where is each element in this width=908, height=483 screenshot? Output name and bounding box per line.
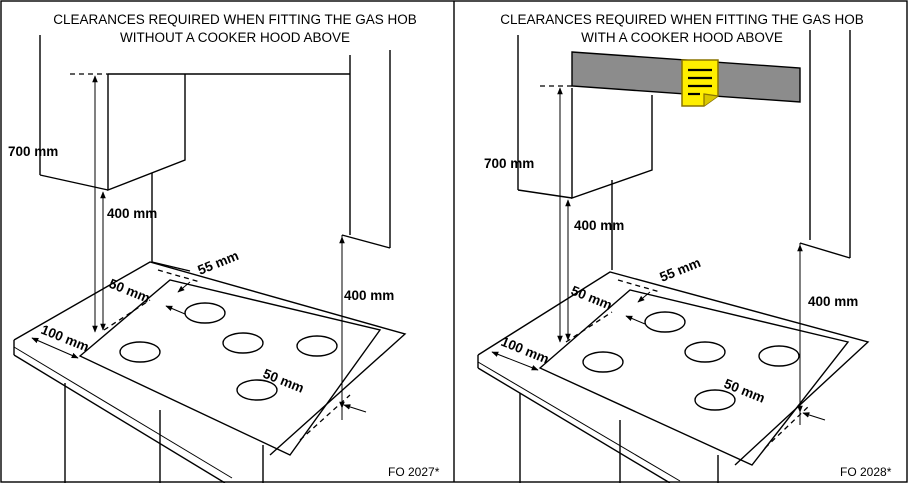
- worktop-outline: [13, 261, 407, 456]
- dash-50b: [764, 404, 811, 449]
- right-figure-code: FO 2028*: [840, 465, 892, 479]
- wall-cabinet: [107, 74, 186, 192]
- dash-55: [157, 269, 201, 283]
- label-50a: 50 mm: [107, 276, 152, 306]
- dim-50a-arrow: [625, 315, 646, 325]
- note-icon[interactable]: [681, 59, 719, 107]
- dim-50b-arrow: [802, 412, 826, 421]
- label-55: 55 mm: [658, 255, 703, 285]
- burner-2: [119, 341, 161, 363]
- label-400a: 400 mm: [107, 206, 157, 221]
- label-50b: 50 mm: [722, 376, 767, 406]
- left-panel: CLEARANCES REQUIRED WHEN FITTING THE GAS…: [8, 12, 440, 483]
- burner-5: [236, 379, 278, 401]
- dash-50a: [103, 299, 151, 331]
- hob-outline: [538, 289, 850, 466]
- label-400a: 400 mm: [574, 218, 624, 233]
- right-wall-bottom: [799, 242, 851, 259]
- left-title-line2: WITHOUT A COOKER HOOD ABOVE: [120, 30, 350, 45]
- label-100: 100 mm: [39, 322, 91, 355]
- dim-55-arrow: [637, 291, 651, 303]
- right-title-line1: CLEARANCES REQUIRED WHEN FITTING THE GAS…: [500, 12, 864, 27]
- burner-3: [684, 341, 726, 363]
- right-panel: CLEARANCES REQUIRED WHEN FITTING THE GAS…: [477, 12, 892, 483]
- label-700: 700 mm: [484, 156, 534, 171]
- label-400b: 400 mm: [344, 288, 394, 303]
- burner-1: [644, 311, 686, 333]
- burner-1: [184, 302, 226, 324]
- label-700: 700 mm: [8, 144, 58, 159]
- dash-50a: [565, 311, 613, 343]
- left-figure-code: FO 2027*: [388, 465, 440, 479]
- burner-2: [582, 351, 624, 373]
- label-50a: 50 mm: [569, 283, 614, 313]
- dash-55: [617, 279, 661, 293]
- worktop-front-edge: [477, 367, 671, 483]
- burner-4: [758, 345, 800, 367]
- cabinet-underside: [517, 189, 573, 199]
- label-55: 55 mm: [196, 248, 241, 278]
- right-title-line2: WITH A COOKER HOOD ABOVE: [581, 30, 783, 45]
- back-wall-base: [151, 261, 191, 272]
- burner-4: [296, 335, 338, 357]
- hob-outline: [78, 279, 382, 456]
- label-400b: 400 mm: [808, 294, 858, 309]
- right-wall-bottom: [341, 234, 391, 249]
- worktop-front-inner: [13, 346, 233, 479]
- burner-3: [222, 332, 264, 354]
- label-50b: 50 mm: [261, 366, 306, 396]
- left-title-line1: CLEARANCES REQUIRED WHEN FITTING THE GAS…: [53, 12, 417, 27]
- worktop-front-edge: [13, 354, 226, 483]
- label-100: 100 mm: [499, 334, 551, 367]
- dim-55-arrow: [177, 281, 191, 293]
- worktop-front-inner: [477, 361, 681, 482]
- burner-5: [694, 389, 736, 411]
- dim-100-arrow: [31, 337, 79, 359]
- dim-100-arrow: [491, 351, 539, 371]
- dim-50a-arrow: [165, 305, 186, 315]
- dim-50b-arrow: [343, 404, 367, 413]
- cabinet-underside: [39, 174, 109, 191]
